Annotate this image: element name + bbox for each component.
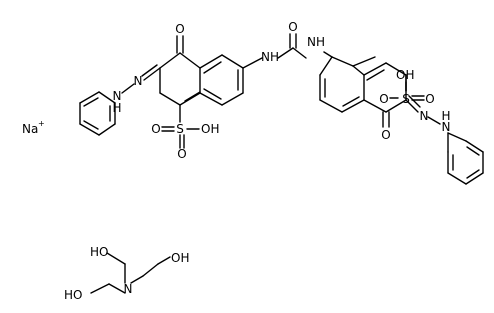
tea-hydroxyl-bottom-left: HO: [64, 288, 82, 302]
tea-hydroxyl-top-left: HO: [90, 245, 108, 259]
right-sulfonate-oxygen-left: O: [379, 92, 388, 106]
left-sulfur: S: [176, 122, 184, 136]
left-sulfonate-oxygen-lower: O: [177, 147, 186, 161]
atom-labels: O N N H S O O OH NH O NH O OH S O O N N …: [22, 20, 451, 302]
right-sulfonate-hydroxyl: OH: [396, 68, 414, 82]
right-amide-nh: NH: [307, 35, 325, 49]
right-naphthalene-unit: [319, 56, 484, 185]
right-hydrazo-hydrogen: H: [441, 109, 450, 123]
tea-nitrogen: N: [124, 282, 133, 296]
triethanolamine: [90, 252, 171, 294]
right-azo-nitrogen: N: [420, 109, 429, 123]
urea-link: [277, 33, 333, 59]
left-hydrazo-nitrogen: N: [113, 89, 122, 103]
left-sulfonate-oxygen-left: O: [151, 122, 160, 136]
right-sulfonate-oxygen-right: O: [425, 92, 434, 106]
left-naphthalene-unit: [79, 35, 263, 149]
tea-hydroxyl-top-right: OH: [171, 251, 189, 265]
sodium-charge: +: [38, 119, 45, 128]
left-hydrazo-hydrogen: H: [112, 101, 121, 115]
right-ketone-oxygen: O: [381, 128, 390, 142]
left-azo-nitrogen: N: [134, 74, 143, 88]
left-sulfonate-hydroxyl: OH: [201, 122, 219, 136]
right-hydrazo-nitrogen: N: [442, 120, 451, 134]
left-amide-nh: NH: [261, 50, 279, 64]
sodium-symbol: Na: [22, 122, 38, 136]
right-sulfur: S: [402, 92, 410, 106]
urea-carbonyl-oxygen: O: [288, 20, 297, 34]
left-ketone-oxygen: O: [175, 22, 184, 36]
